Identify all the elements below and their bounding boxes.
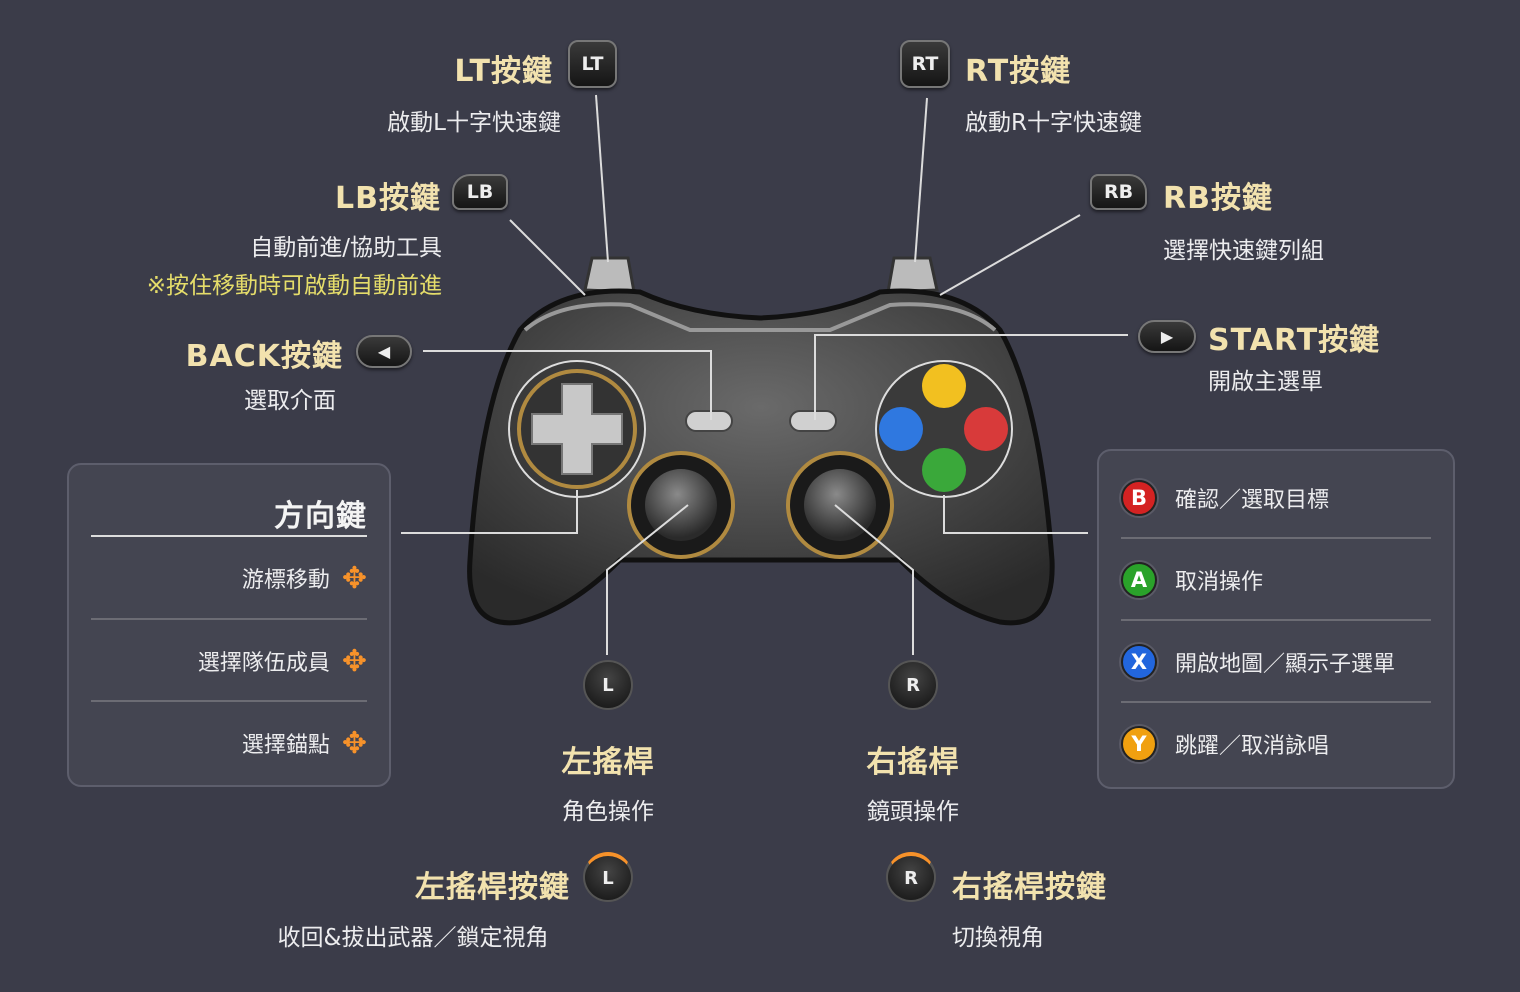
start-desc: 開啟主選單 — [1208, 369, 1323, 395]
back-button-shape — [685, 410, 733, 432]
right-stick-icon: R — [888, 660, 938, 710]
rt-desc: 啟動R十字快速鍵 — [965, 110, 1142, 136]
back-arrow-icon: ◀ — [356, 335, 412, 368]
y-button-icon: Y — [1121, 726, 1157, 762]
rb-title: RB按鍵 — [1163, 181, 1273, 216]
l3-title: 左搖桿按鍵 — [415, 870, 570, 905]
x-button-icon: X — [1121, 644, 1157, 680]
lt-trigger — [583, 256, 636, 294]
dpad-up-down-icon: ✥ — [341, 643, 367, 679]
rt-trigger — [886, 256, 939, 294]
left-stick-icon: L — [583, 660, 633, 710]
list-item: Y 跳躍／取消詠唱 — [1121, 703, 1431, 785]
face-buttons-panel: B 確認／選取目標 A 取消操作 X 開啟地圖／顯示子選單 Y 跳躍／取消詠唱 — [1097, 449, 1455, 789]
lt-desc: 啟動L十字快速鍵 — [387, 110, 561, 136]
lb-title: LB按鍵 — [335, 181, 441, 216]
rb-desc: 選擇快速鍵列組 — [1163, 238, 1324, 264]
dpad-all-icon: ✥ — [341, 560, 367, 596]
back-title: BACK按鍵 — [185, 339, 343, 374]
list-item: B 確認／選取目標 — [1121, 457, 1431, 539]
left-stick — [627, 451, 735, 559]
dpad — [508, 360, 646, 498]
dpad-panel-title: 方向鍵 — [274, 499, 367, 534]
rt-badge-icon: RT — [900, 40, 950, 88]
lb-desc: 自動前進/協助工具 — [250, 235, 442, 261]
left-stick-title: 左搖桿 — [561, 745, 655, 780]
back-desc: 選取介面 — [244, 388, 336, 414]
start-title: START按鍵 — [1208, 323, 1381, 358]
left-stick-desc: 角色操作 — [562, 799, 654, 825]
right-stick-title: 右搖桿 — [866, 745, 960, 780]
rt-title: RT按鍵 — [965, 54, 1072, 89]
l3-press-icon: L — [583, 852, 633, 902]
list-item: A 取消操作 — [1121, 539, 1431, 621]
r3-title: 右搖桿按鍵 — [952, 870, 1107, 905]
lb-badge-icon: LB — [452, 174, 508, 210]
dpad-left-right-icon: ✥ — [341, 725, 367, 761]
right-stick-desc: 鏡頭操作 — [867, 799, 959, 825]
list-item: X 開啟地圖／顯示子選單 — [1121, 621, 1431, 703]
a-button-icon: A — [1121, 562, 1157, 598]
rb-badge-icon: RB — [1090, 174, 1147, 210]
r3-press-icon: R — [886, 852, 936, 902]
b-button-icon: B — [1121, 480, 1157, 516]
leader-lines — [401, 94, 1128, 655]
dpad-panel: 方向鍵 游標移動 ✥ 選擇隊伍成員 ✥ 選擇錨點 ✥ — [67, 463, 391, 787]
lt-badge-icon: LT — [568, 40, 617, 88]
l3-desc: 收回&拔出武器／鎖定視角 — [277, 925, 549, 951]
list-item: 選擇錨點 ✥ — [241, 725, 367, 761]
list-item: 游標移動 ✥ — [241, 560, 367, 596]
lt-title: LT按鍵 — [454, 54, 553, 89]
face-buttons — [875, 360, 1013, 498]
list-item: 選擇隊伍成員 ✥ — [197, 643, 367, 679]
start-button-shape — [789, 410, 837, 432]
lb-note: ※按住移動時可啟動自動前進 — [146, 273, 442, 299]
r3-desc: 切換視角 — [952, 925, 1044, 951]
right-stick — [786, 451, 894, 559]
start-arrow-icon: ▶ — [1138, 320, 1196, 353]
